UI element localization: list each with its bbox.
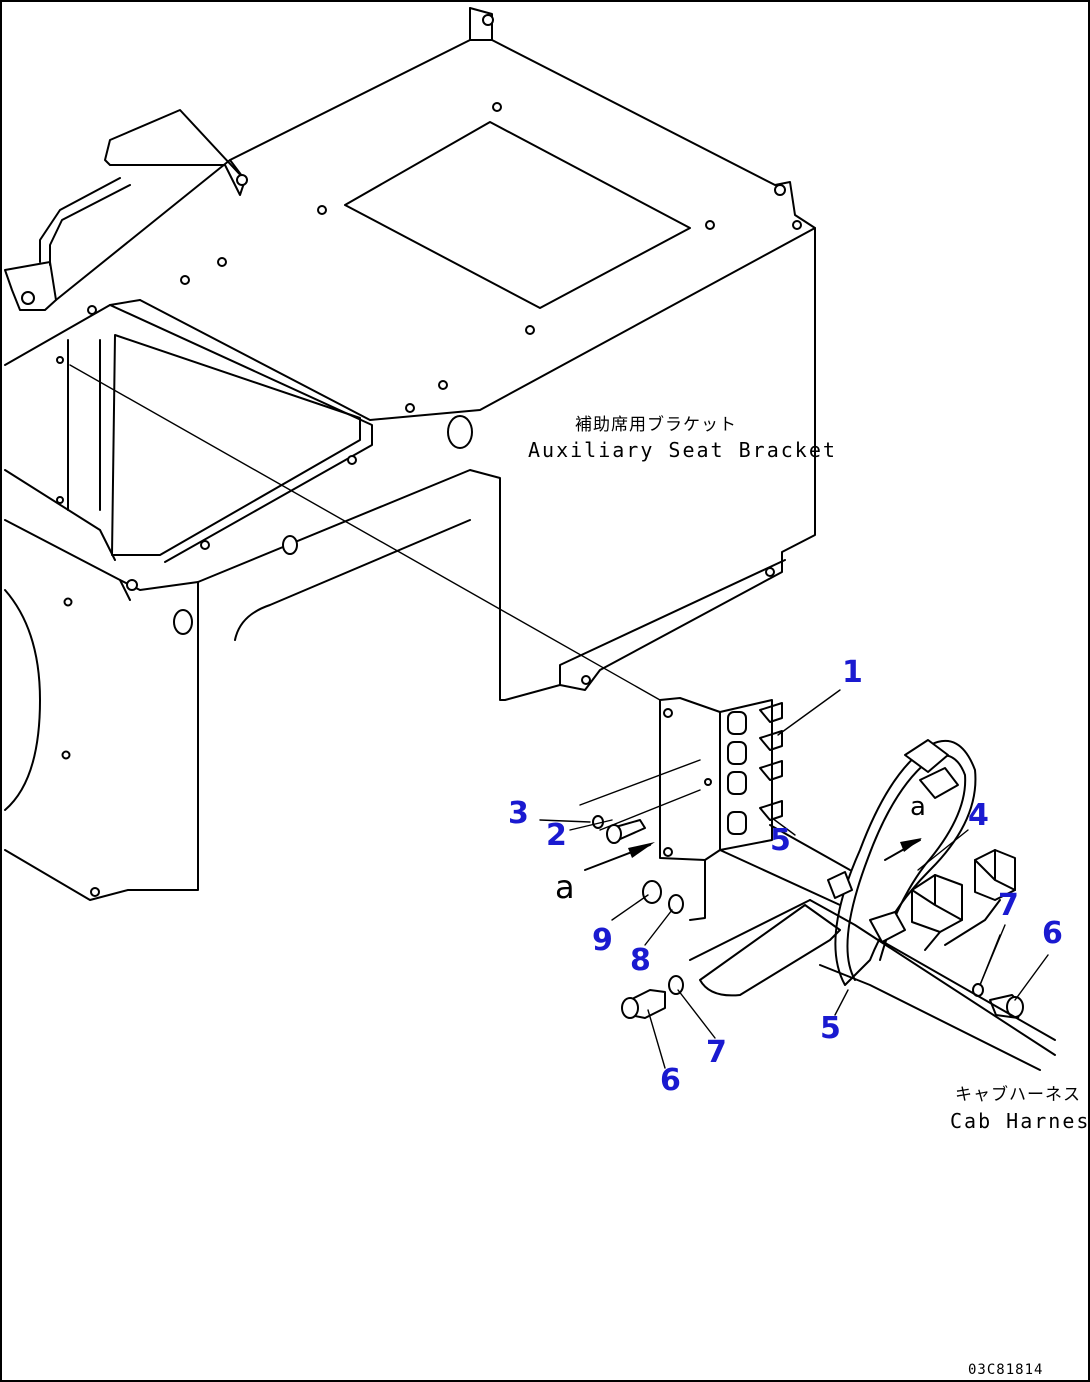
relay-bracket-part-1 <box>659 697 783 921</box>
callout-3: 3 <box>508 796 529 831</box>
callout-7-lower: 7 <box>706 1035 727 1070</box>
fasteners <box>592 815 1024 1019</box>
drawing-reference: 03C81814 <box>968 1362 1043 1378</box>
callout-5-upper: 5 <box>770 823 791 858</box>
bracket-label-en: Auxiliary Seat Bracket <box>528 438 837 462</box>
callout-4: 4 <box>968 798 989 833</box>
callout-7-right: 7 <box>998 888 1019 923</box>
text-labels: 補助席用ブラケット Auxiliary Seat Bracket キャブハーネス… <box>528 414 1090 1378</box>
view-a-arrow <box>579 759 922 871</box>
cab-harness <box>689 739 1056 1071</box>
mounting-holes <box>21 14 802 897</box>
auxiliary-seat-bracket-assembly <box>4 7 816 901</box>
harness-label-jp: キャブハーネス <box>955 1084 1081 1105</box>
callout-9: 9 <box>592 923 613 958</box>
view-a-arrow-label: a <box>910 792 926 822</box>
callout-6-right: 6 <box>1042 916 1063 951</box>
callout-5-lower: 5 <box>820 1011 841 1046</box>
view-a-label: a <box>555 868 575 906</box>
callout-1: 1 <box>842 655 863 690</box>
callout-8: 8 <box>630 943 651 978</box>
leader-lines <box>539 689 1049 1069</box>
callout-6-lower: 6 <box>660 1063 681 1098</box>
callout-2: 2 <box>546 818 567 853</box>
bracket-label-jp: 補助席用ブラケット <box>575 414 737 435</box>
callout-numbers: 1 3 2 5 4 7 6 9 8 5 7 6 <box>508 655 1063 1098</box>
relay-mount-slots <box>727 702 783 835</box>
harness-label-en: Cab Harness <box>950 1109 1090 1133</box>
